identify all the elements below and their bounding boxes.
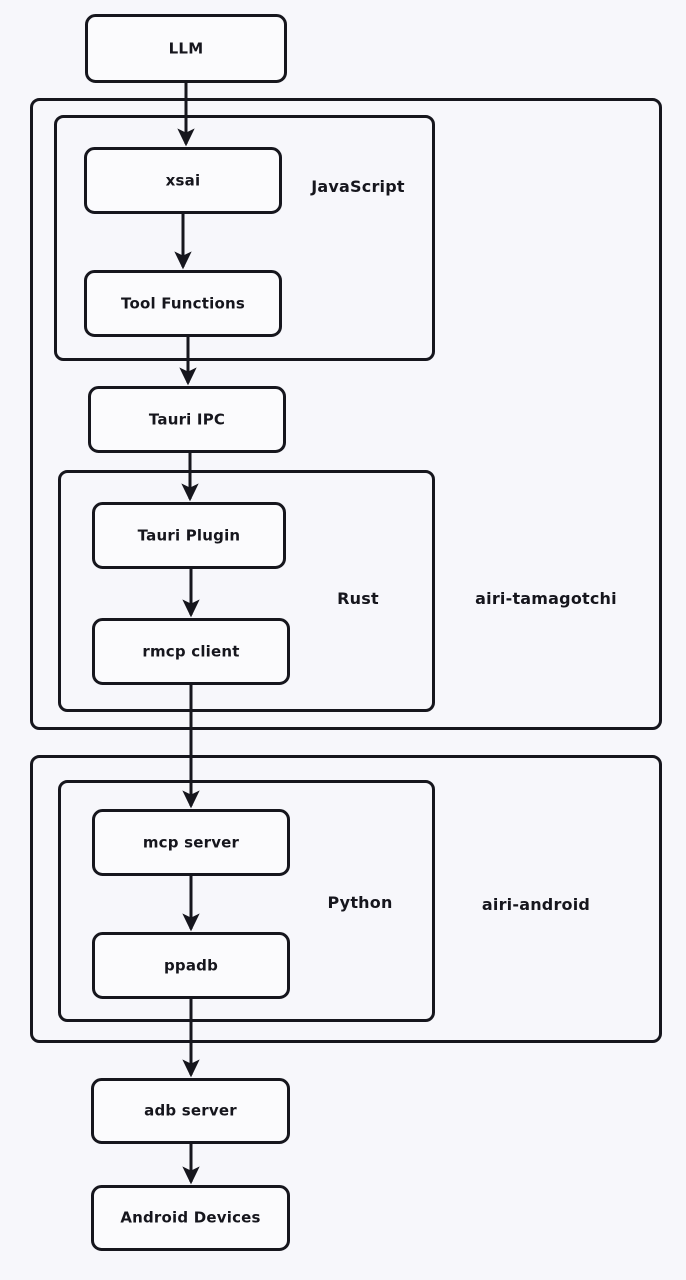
group-box-javascript: [54, 115, 435, 361]
node-label-xsai: xsai: [165, 171, 201, 189]
group-label-python: Python: [327, 893, 393, 912]
group-label-javascript: JavaScript: [311, 177, 405, 196]
node-label-tools: Tool Functions: [121, 294, 245, 312]
node-boxes: [84, 14, 290, 1251]
node-label-adbserver: adb server: [144, 1101, 237, 1120]
group-label-airi-android: airi-android: [481, 895, 591, 914]
node-label-rmcp: rmcp client: [142, 642, 240, 660]
node-label-mcpserver: mcp server: [142, 833, 240, 851]
node-label-plugin: Tauri Plugin: [137, 526, 241, 544]
edge-connectors: [174, 83, 200, 1185]
group-label-airi-tamagotchi: airi-tamagotchi: [475, 589, 617, 608]
node-label-ipc: Tauri IPC: [148, 410, 226, 428]
node-label-ppadb: ppadb: [163, 956, 219, 974]
group-label-rust: Rust: [337, 589, 379, 608]
node-label-devices: Android Devices: [120, 1208, 261, 1227]
node-label-llm: LLM: [168, 39, 204, 57]
